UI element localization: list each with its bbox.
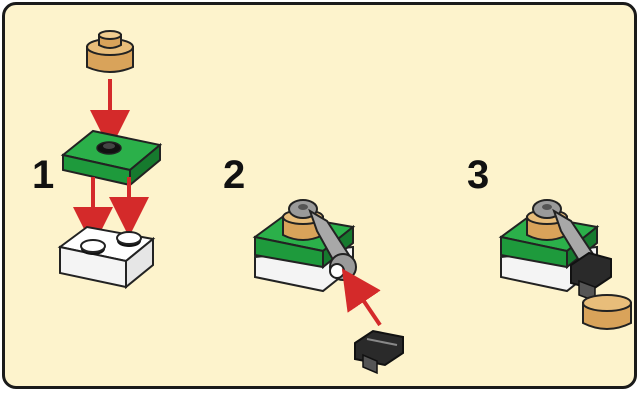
tan-round-piece-icon [87,31,133,72]
green-plate-icon [63,131,160,185]
step-1-illustration [60,31,160,287]
step-2-illustration [255,200,403,373]
instruction-panel: 1 2 3 [2,2,637,389]
black-clip-icon [355,331,403,373]
black-clip-icon [571,253,611,301]
clear-plate-icon [60,227,153,287]
tan-round-piece-icon [583,295,631,329]
instruction-illustration [5,5,637,389]
arrow-icon [353,285,380,325]
step-3-illustration [501,200,631,329]
